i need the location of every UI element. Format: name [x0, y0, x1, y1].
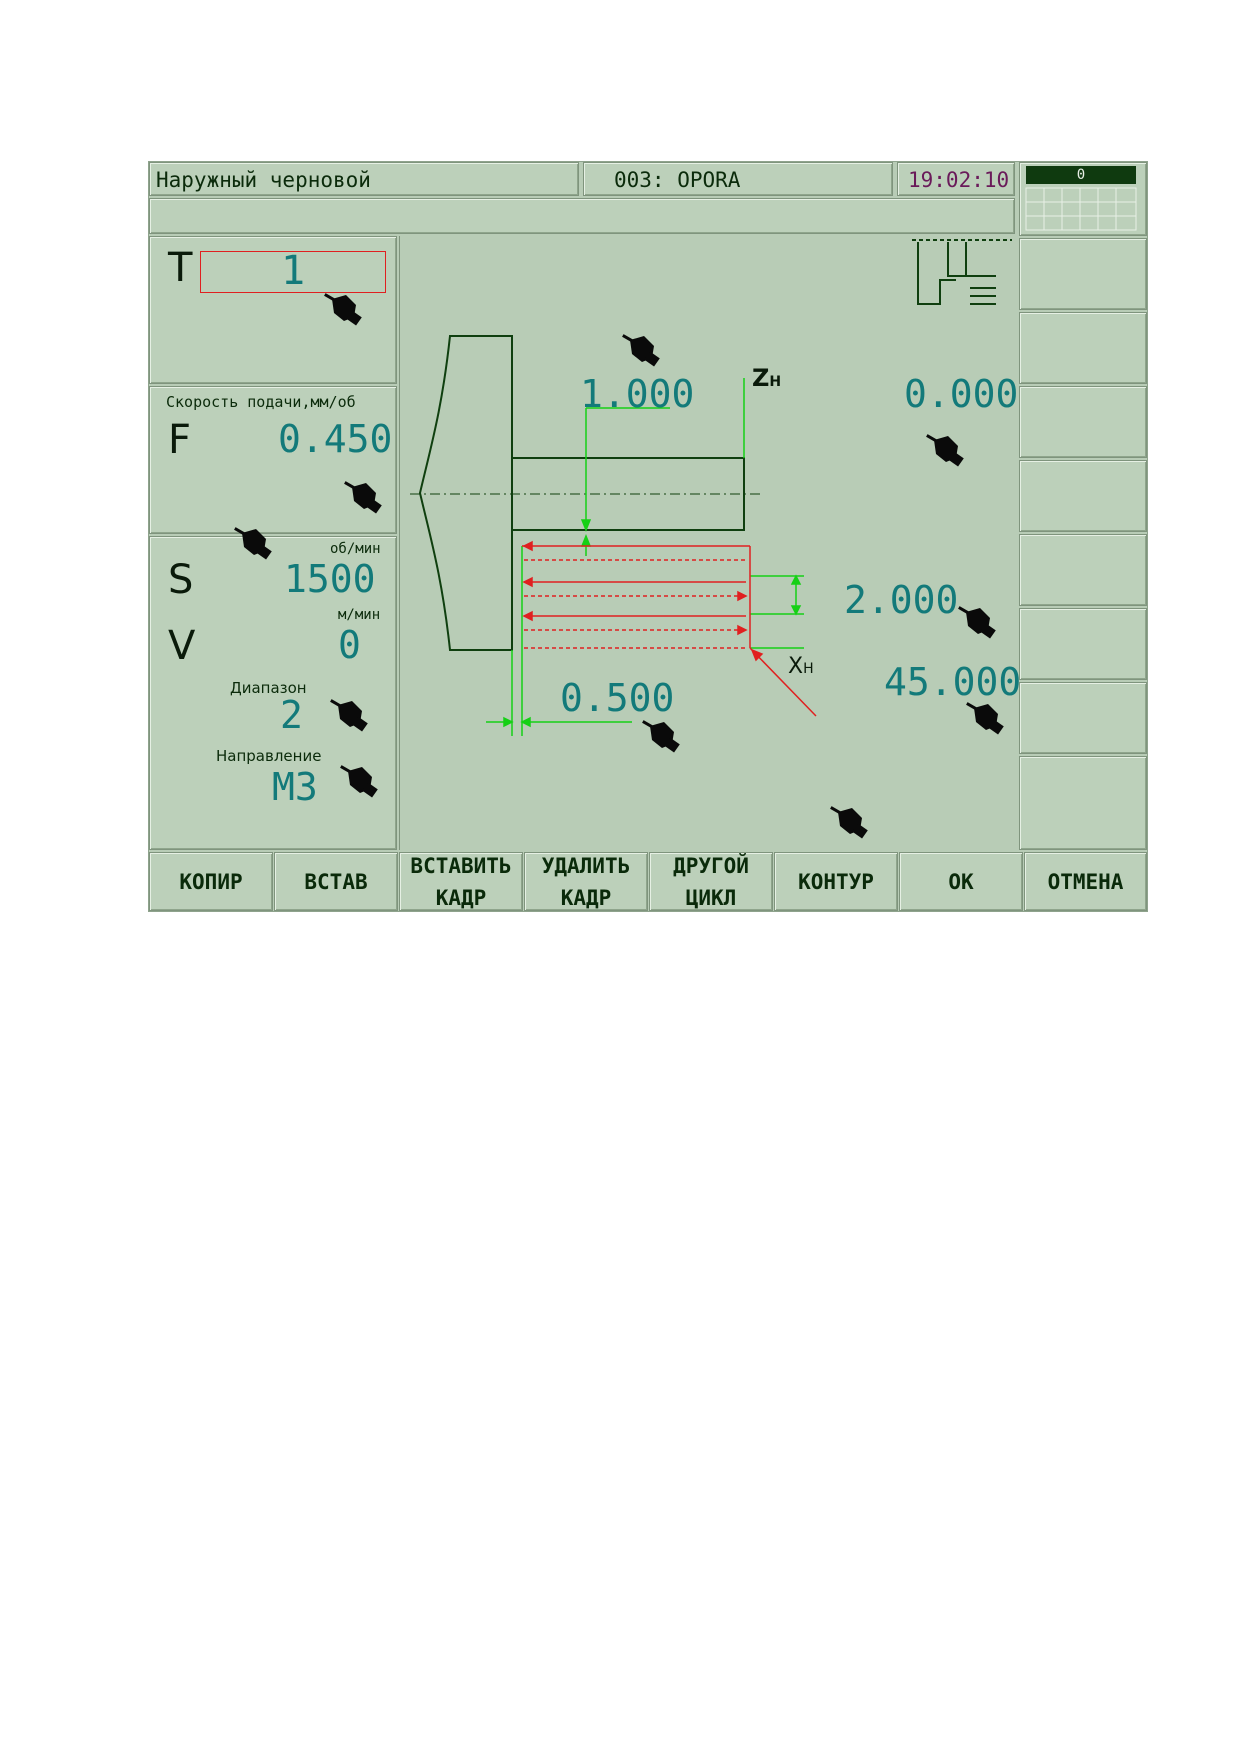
- feed-value[interactable]: 0.450: [278, 417, 393, 461]
- indicator-panel: 0: [1019, 162, 1147, 236]
- pointer-hand-icon: [330, 699, 368, 732]
- depth-value[interactable]: 2.000: [844, 578, 959, 622]
- program-field: 003: OPORA: [583, 162, 893, 196]
- range-label: Диапазон: [230, 679, 307, 697]
- feed-letter: F: [168, 417, 192, 463]
- x-axis-sub: H: [803, 661, 814, 677]
- vertical-softkey-8[interactable]: [1019, 756, 1147, 850]
- softkey-insert-block[interactable]: ВСТАВИТЬ КАДР: [399, 852, 523, 911]
- pointer-hand-icon: [958, 606, 996, 639]
- feed-panel: Скорость подачи,мм/об F 0.450: [149, 386, 397, 534]
- direction-value[interactable]: M3: [272, 765, 318, 809]
- pointer-hand-icon: [234, 527, 272, 560]
- pointer-hand-icon: [830, 806, 868, 839]
- cut-speed-letter: V: [168, 623, 196, 669]
- direction-label: Направление: [216, 747, 322, 765]
- vertical-softkey-3[interactable]: [1019, 386, 1147, 458]
- z-value[interactable]: 0.000: [904, 372, 1019, 416]
- cnc-screen: Наружный черновой 003: OPORA 19:02:10 0 …: [148, 161, 1148, 912]
- x-axis-label: XH: [788, 654, 814, 679]
- angle-value[interactable]: 45.000: [884, 660, 1022, 704]
- tool-input[interactable]: 1: [200, 248, 386, 294]
- cycle-name-field: Наружный черновой: [149, 162, 579, 196]
- stock-allowance-value[interactable]: 1.000: [580, 372, 695, 416]
- cycle-name: Наружный черновой: [156, 168, 371, 192]
- cut-speed-unit: м/мин: [338, 607, 381, 623]
- pointer-hand-icon: [622, 334, 660, 367]
- clock: 19:02:10: [908, 168, 1010, 192]
- range-value[interactable]: 2: [280, 693, 303, 737]
- softkey-contour[interactable]: КОНТУР: [774, 852, 898, 911]
- pointer-hand-icon: [344, 481, 382, 514]
- z-axis-label: ZH: [752, 364, 781, 392]
- softkey-other-cycle[interactable]: ДРУГОЙ ЦИКЛ: [649, 852, 773, 911]
- softkey-copy[interactable]: КОПИР: [149, 852, 273, 911]
- pointer-hand-icon: [324, 293, 362, 326]
- tool-value: 1: [281, 248, 306, 294]
- x-axis-letter: X: [788, 654, 804, 679]
- spindle-panel: об/мин S 1500 м/мин V 0 Диапазон 2 Напра…: [149, 527, 397, 850]
- message-line: [149, 198, 1015, 234]
- cycle-diagram: [410, 239, 1012, 736]
- vertical-softkey-2[interactable]: [1019, 312, 1147, 384]
- workpiece: [410, 335, 760, 651]
- softkey-paste[interactable]: ВСТАВ: [274, 852, 398, 911]
- speed-value[interactable]: 1500: [284, 557, 376, 601]
- cut-speed-value[interactable]: 0: [338, 623, 361, 667]
- pointer-hand-icon: [642, 720, 680, 753]
- vertical-softkey-7[interactable]: [1019, 682, 1147, 754]
- vertical-softkey-5[interactable]: [1019, 534, 1147, 606]
- softkey-delete-block[interactable]: УДАЛИТЬ КАДР: [524, 852, 648, 911]
- cycle-type-icon: [912, 239, 1012, 305]
- finish-allowance-value[interactable]: 0.500: [560, 676, 675, 720]
- counter-value: 0: [1076, 167, 1086, 183]
- indicator-grid: [1025, 187, 1137, 231]
- speed-unit: об/мин: [330, 541, 381, 557]
- vertical-softkey-1[interactable]: [1019, 238, 1147, 310]
- pointer-hand-icon: [340, 765, 378, 798]
- counter-bar: 0: [1026, 166, 1136, 184]
- z-axis-letter: Z: [752, 364, 770, 392]
- speed-letter: S: [168, 557, 194, 603]
- tool-letter: T: [168, 245, 193, 291]
- vertical-softkey-6[interactable]: [1019, 608, 1147, 680]
- vertical-softkey-4[interactable]: [1019, 460, 1147, 532]
- tool-paths: [522, 540, 817, 717]
- program-name: 003: OPORA: [614, 168, 741, 192]
- z-axis-sub: H: [769, 374, 782, 390]
- pointer-hand-icon: [926, 434, 964, 467]
- dimension-lines: [486, 378, 804, 736]
- drawing-area: 1.000 ZH 0.000 2.000 45.000 XH 0.500: [399, 236, 1021, 850]
- feed-label: Скорость подачи,мм/об: [166, 393, 356, 411]
- softkey-ok[interactable]: OK: [899, 852, 1023, 911]
- pointer-hand-icon: [966, 702, 1004, 735]
- softkey-cancel[interactable]: ОТМЕНА: [1024, 852, 1147, 911]
- clock-field: 19:02:10: [897, 162, 1015, 196]
- tool-panel: T 1: [149, 236, 397, 384]
